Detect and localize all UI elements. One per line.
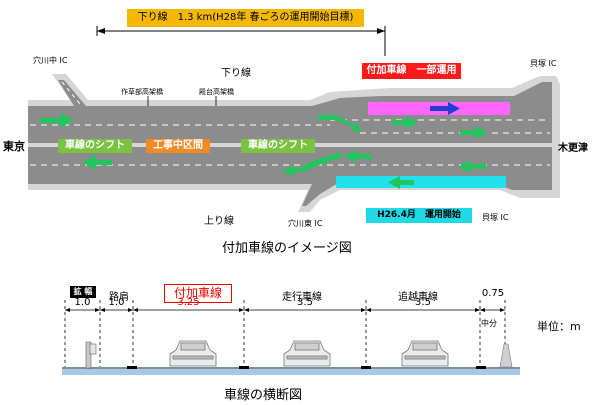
bridge-label-1: 作草部高架橋 — [121, 88, 163, 96]
added-lane-label: 付加車線 — [164, 284, 232, 303]
cross-section-diagram — [62, 300, 520, 375]
bridge-label-2: 殿台高架橋 — [199, 88, 234, 96]
unit-label: 単位：m — [537, 320, 581, 333]
median-label: 中分 — [481, 319, 497, 328]
dim-6: 0.75 — [481, 288, 505, 299]
plan-caption: 付加車線のイメージ図 — [222, 241, 352, 256]
arrow-green-6 — [282, 152, 342, 176]
arrow-green-2 — [318, 115, 362, 132]
ic-anagawahigashi: 穴川東 IC — [288, 219, 323, 228]
dim-2: 1.0 — [108, 297, 125, 308]
widening-badge: 拡 幅 — [70, 286, 96, 298]
ic-kaizuka-bottom: 貝塚 IC — [482, 213, 509, 222]
dim-3: 3.25 — [177, 297, 200, 308]
span-label: 下り線 1.3 km(H28年 春ごろの運用開始目標) — [127, 9, 364, 27]
guardrail-icon — [85, 341, 97, 369]
arrow-green-3 — [392, 116, 418, 129]
driving-lane-label: 走行車線 — [282, 292, 322, 303]
car-icon-1 — [169, 340, 217, 367]
dim-5: 3.5 — [415, 297, 431, 308]
construction-section-tag: 工事中区間 — [146, 139, 210, 153]
partial-operation-tag: 付加車線 一部運用 — [362, 63, 461, 79]
car-icon-2 — [283, 340, 331, 367]
arrow-green-9 — [388, 176, 414, 189]
lane-shift-tag-left: 車線のシフト — [58, 139, 132, 153]
side-label-kisarazu: 木更津 — [558, 143, 588, 154]
dim-1: 1.0 — [74, 297, 91, 308]
plan-diagram — [28, 26, 560, 212]
shoulder-label: 路肩 — [109, 292, 129, 303]
section-caption: 車線の横断図 — [224, 388, 303, 403]
opened-tag: H26.4月 運用開始 — [366, 208, 472, 223]
added-lane-up — [336, 176, 506, 188]
side-label-tokyo: 東京 — [3, 140, 25, 153]
median-barrier-icon — [499, 343, 513, 368]
lane-shift-tag-right: 車線のシフト — [241, 139, 315, 153]
arrow-green-5 — [82, 155, 112, 170]
ic-anagawanaka: 穴川中 IC — [33, 56, 68, 65]
down-line-label: 下り線 — [221, 68, 251, 79]
up-line-label: 上り線 — [204, 216, 234, 227]
arrow-green-7 — [344, 150, 372, 163]
dim-4: 3.5 — [297, 297, 313, 308]
arrow-blue — [430, 102, 460, 115]
passing-lane-label: 追越車線 — [398, 292, 438, 303]
arrow-green-8 — [458, 160, 486, 173]
road-surface — [62, 368, 520, 375]
arrow-green-4 — [460, 126, 488, 139]
ic-kaizuka-top: 貝塚 IC — [530, 59, 557, 68]
car-icon-3 — [401, 340, 449, 367]
arrow-green-1 — [40, 113, 74, 128]
